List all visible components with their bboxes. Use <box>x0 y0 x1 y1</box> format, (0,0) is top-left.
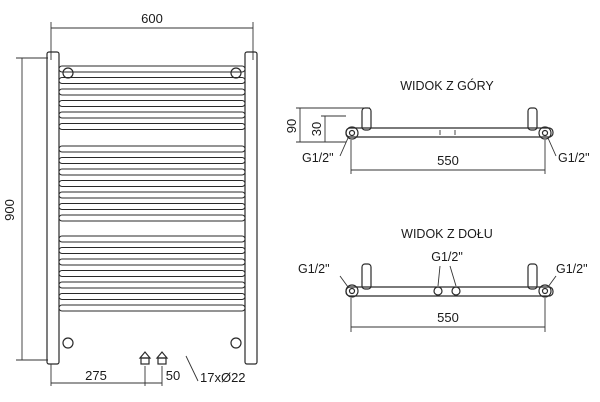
bottom-view-left-riser <box>361 263 372 290</box>
height-label: 900 <box>2 199 17 221</box>
right-collector-tube <box>244 51 258 365</box>
heating-bar <box>58 203 246 210</box>
depth-label: 90 <box>284 119 299 133</box>
top-view-right-port <box>538 126 552 140</box>
top-view-body <box>345 127 554 138</box>
bottom-view-right-riser <box>527 263 538 290</box>
bracket-top-right <box>230 67 242 79</box>
bottom-left-thread-label: G1/2" <box>298 262 330 276</box>
bottom-length-label: 550 <box>437 310 459 325</box>
top-right-thread-label: G1/2" <box>558 151 590 165</box>
top-right-thread-leader <box>547 137 557 157</box>
top-view-left-port-inner <box>348 129 356 137</box>
bottom-left-thread-leader <box>339 275 349 288</box>
bottom-view-center-port-left <box>433 286 443 296</box>
top-length-label: 550 <box>437 153 459 168</box>
heating-bar <box>58 88 246 96</box>
bottom-center-thread-leader-1 <box>437 265 441 287</box>
heating-bar <box>58 180 246 187</box>
top-view-right-riser <box>527 107 538 131</box>
tube-leader-line <box>185 355 199 382</box>
top-view-left-port <box>345 126 359 140</box>
top-view-right-port-inner <box>541 129 549 137</box>
left-collector-tube <box>46 51 60 365</box>
heating-bar <box>58 191 246 199</box>
heating-bar <box>58 304 246 312</box>
tube-label: 17xØ22 <box>200 370 246 385</box>
inlet-spacing-label: 50 <box>166 368 180 383</box>
heating-bar <box>58 157 246 164</box>
heating-bar <box>58 214 246 222</box>
heating-bar <box>58 145 246 153</box>
bottom-view-left-port <box>345 284 359 298</box>
bracket-bottom-left <box>62 337 74 349</box>
top-view-left-riser <box>361 107 372 131</box>
heating-bar <box>58 77 246 84</box>
heating-bar <box>58 270 246 277</box>
bracket-bottom-right <box>230 337 242 349</box>
top-left-thread-label: G1/2" <box>302 151 334 165</box>
heating-bar <box>58 123 246 130</box>
top-view-title: WIDOK Z GÓRY <box>400 78 494 93</box>
bottom-right-thread-label: G1/2" <box>556 262 588 276</box>
bottom-view-right-port-inner <box>541 287 549 295</box>
bottom-center-thread-label: G1/2" <box>431 250 463 264</box>
bottom-view-right-port <box>538 284 552 298</box>
front-view: 600 900 275 50 17xØ22 <box>2 11 258 386</box>
bracket-top-left <box>62 67 74 79</box>
top-left-thread-leader <box>339 137 349 157</box>
heating-bar <box>58 111 246 119</box>
heating-bar <box>58 65 246 73</box>
heating-bar <box>58 100 246 107</box>
bottom-right-thread-leader <box>547 275 557 288</box>
bottom-view-center-port-right <box>451 286 461 296</box>
bottom-center-thread-leader-2 <box>449 265 457 287</box>
heating-bar <box>58 281 246 289</box>
heating-bars <box>58 65 246 312</box>
width-label: 600 <box>141 11 163 26</box>
top-view: WIDOK Z GÓRY 90 30 G1/2" G1/2" 550 <box>284 78 590 174</box>
bottom-view: WIDOK Z DOŁU G1/2" G1/2" G1/2" 550 <box>298 227 588 332</box>
offset-label: 30 <box>309 122 324 136</box>
heating-bar <box>58 258 246 266</box>
bottom-inlet-valves <box>138 351 169 365</box>
heating-bar <box>58 293 246 300</box>
inlet-offset-label: 275 <box>85 368 107 383</box>
bottom-view-title: WIDOK Z DOŁU <box>401 227 493 241</box>
heating-bar <box>58 235 246 243</box>
heating-bar <box>58 247 246 254</box>
bottom-view-body <box>345 286 554 297</box>
bottom-view-left-port-inner <box>348 287 356 295</box>
heating-bar <box>58 168 246 176</box>
